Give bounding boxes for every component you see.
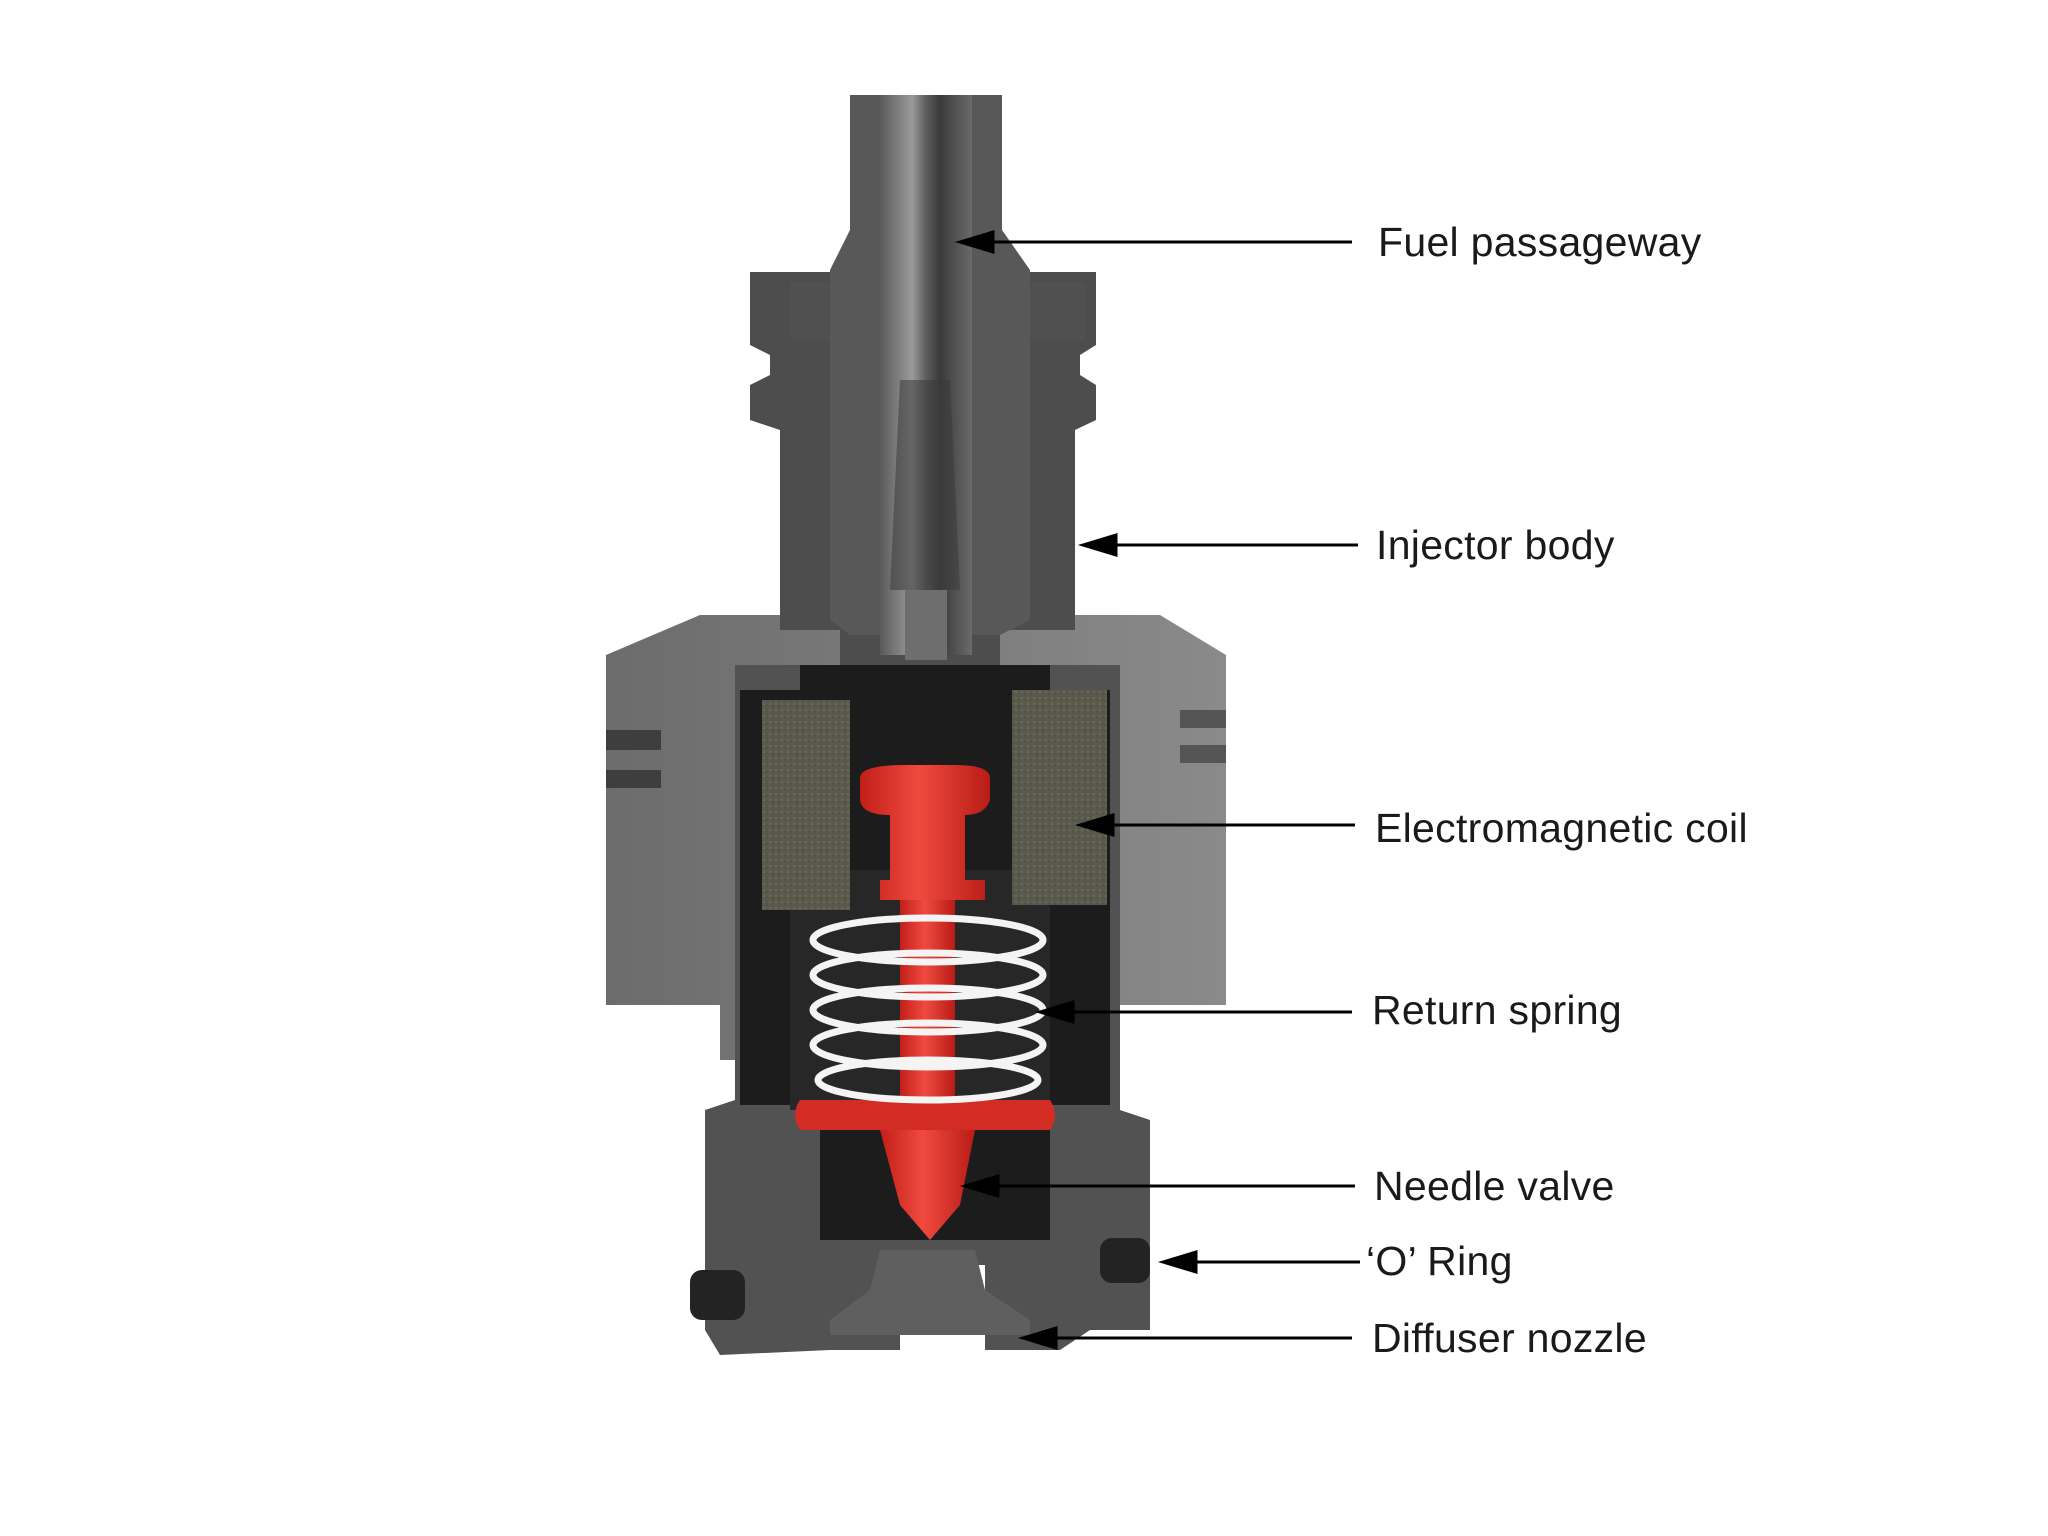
leader-lines: [954, 229, 1360, 1351]
label-fuel-passageway: Fuel passageway: [1378, 219, 1702, 265]
arrowhead-o-ring: [1157, 1249, 1198, 1275]
fuel-passageway-tube: [830, 95, 1030, 660]
arrowhead-injector-body: [1077, 532, 1118, 558]
label-return-spring: Return spring: [1372, 987, 1623, 1033]
label-injector-body: Injector body: [1376, 522, 1615, 568]
arrowhead-return-spring: [1034, 999, 1075, 1025]
electromagnetic-coil: [762, 690, 1107, 910]
arrowhead-fuel-passageway: [954, 229, 995, 255]
return-spring: [809, 914, 1047, 1104]
arrowhead-electromagnetic-coil: [1074, 812, 1115, 838]
label-o-ring: ‘O’ Ring: [1366, 1238, 1513, 1284]
label-electromagnetic-coil: Electromagnetic coil: [1375, 805, 1748, 851]
label-needle-valve: Needle valve: [1374, 1163, 1615, 1209]
diffuser-nozzle: [830, 1250, 1030, 1335]
arrowhead-diffuser-nozzle: [1017, 1325, 1058, 1351]
label-diffuser-nozzle: Diffuser nozzle: [1372, 1315, 1647, 1361]
arrowhead-needle-valve: [959, 1173, 1000, 1199]
o-ring: [690, 1238, 1150, 1320]
